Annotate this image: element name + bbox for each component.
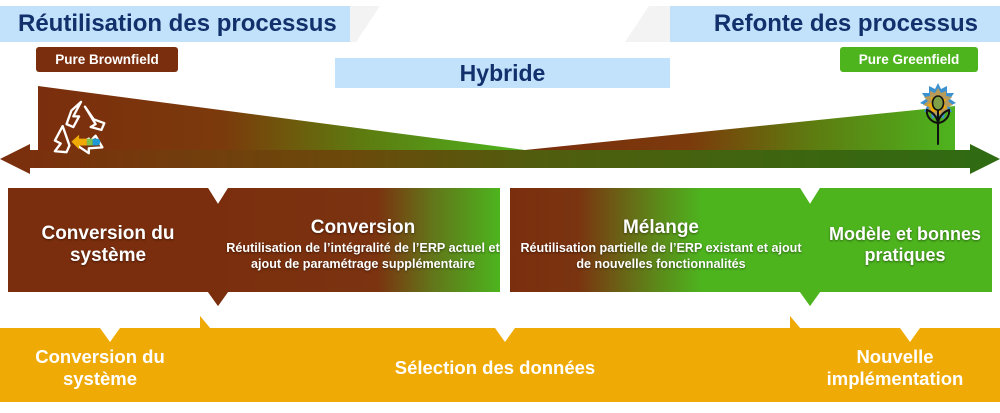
data-segment-1 (0, 316, 210, 402)
brownfield-greenfield-spectrum (0, 86, 1000, 174)
recycle-icon (53, 100, 106, 155)
data-segment-3 (790, 316, 1000, 402)
data-label-3: Nouvelle implémentation (790, 330, 1000, 406)
data-label-1-text: Conversion du système (35, 345, 165, 389)
data-chevron-row (0, 316, 1000, 402)
approach-segment-2 (208, 188, 500, 306)
center-banner-hybride: Hybride (335, 58, 670, 88)
data-segment-2 (200, 316, 800, 402)
approach-segment-3 (510, 188, 820, 306)
approach-chevron-row (8, 188, 992, 306)
data-label-2: Sélection des données (200, 330, 790, 406)
data-label-3-text: Nouvelle implémentation (826, 345, 964, 389)
approach-segment-1 (8, 188, 228, 306)
left-banner: Réutilisation des processus (0, 6, 350, 42)
pure-greenfield-pill: Pure Greenfield (840, 47, 978, 72)
approach-segment-4 (800, 188, 992, 306)
data-label-1: Conversion du système (0, 330, 200, 406)
flower-icon (920, 83, 956, 145)
data-label-2-text: Sélection des données (394, 356, 596, 378)
pure-brownfield-pill: Pure Brownfield (36, 47, 178, 72)
right-banner: Refonte des processus (670, 6, 1000, 42)
